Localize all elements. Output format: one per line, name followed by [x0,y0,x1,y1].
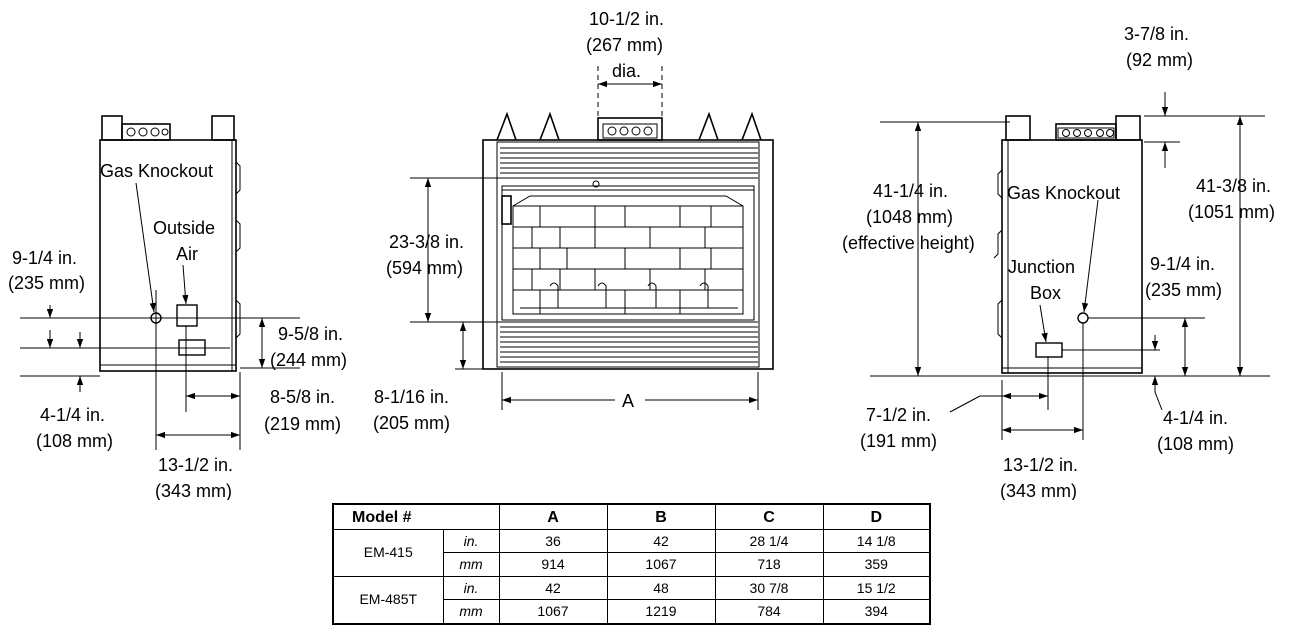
front-width-a: A [622,391,634,411]
left-dim1-in: 9-1/4 in. [12,248,77,268]
header-model: Model # [332,503,500,530]
value-cell: 28 1/4 [714,528,824,554]
right-dim2-in: 7-1/2 in. [866,405,931,425]
left-air-label: Air [176,244,198,264]
value-cell: 359 [822,552,931,577]
left-dim5-mm: (343 mm) [155,481,232,500]
top-louvers [500,147,758,179]
header-c: C [714,503,824,530]
table-header-row: Model # A B C D [332,503,931,530]
header-a: A [498,503,608,530]
value-cell: 14 1/8 [822,528,931,554]
left-dim2-in: 9-5/8 in. [278,324,343,344]
right-box-label: Box [1030,283,1061,303]
front-base-mm: (205 mm) [373,413,450,433]
flue-diameter-mm: (267 mm) [586,35,663,55]
right-height-in: 41-1/4 in. [873,181,948,201]
bottom-louvers [500,321,758,363]
right-height-note: (effective height) [842,233,975,253]
value-cell: 42 [606,528,716,554]
right-view-labels: 3-7/8 in. (92 mm) 41-1/4 in. (1048 mm) (… [842,24,1275,500]
front-view-labels: 10-1/2 in. (267 mm) dia. 23-3/8 in. (594… [373,9,664,433]
right-height2-mm: (1051 mm) [1188,202,1275,222]
right-height-mm: (1048 mm) [866,207,953,227]
right-dim3-mm: (108 mm) [1157,434,1234,454]
brick-wall [512,195,744,315]
right-gas-knockout-label: Gas Knockout [1007,183,1120,203]
left-dim1-mm: (235 mm) [8,273,85,293]
unit-cell: mm [442,599,500,625]
right-junction-label: Junction [1008,257,1075,277]
header-d: D [822,503,931,530]
unit-cell: in. [442,575,500,601]
right-dim1-mm: (235 mm) [1145,280,1222,300]
right-top-mm: (92 mm) [1126,50,1193,70]
value-cell: 42 [498,575,608,601]
table-row: EM-415 in. 36 42 28 1/4 14 1/8 [332,528,931,577]
value-cell: 30 7/8 [714,575,824,601]
right-height2-in: 41-3/8 in. [1196,176,1271,196]
value-cell: 784 [714,599,824,625]
table-row: mm 914 1067 718 359 [333,552,931,577]
header-b: B [606,503,716,530]
left-dim5-in: 13-1/2 in. [158,455,233,475]
value-cell: 15 1/2 [822,575,931,601]
front-view [410,66,774,410]
left-dim3-in: 8-5/8 in. [270,387,335,407]
right-dim3-in: 4-1/4 in. [1163,408,1228,428]
model-name: EM-415 [332,529,444,577]
left-outside-label: Outside [153,218,215,238]
right-side-view [870,92,1270,440]
left-side-view [20,115,300,450]
right-top-in: 3-7/8 in. [1124,24,1189,44]
value-cell: 1219 [606,599,716,625]
model-dimension-table: Model # A B C D EM-415 in. 36 42 28 1/4 … [332,503,931,625]
left-gas-knockout-label: Gas Knockout [100,161,213,181]
value-cell: 1067 [606,552,716,577]
left-dim4-in: 4-1/4 in. [40,405,105,425]
left-view-labels: Gas Knockout Outside Air 9-1/4 in. (235 … [8,161,347,500]
dimension-drawing: Gas Knockout Outside Air 9-1/4 in. (235 … [8,9,1275,500]
value-cell: 48 [606,575,716,601]
front-height-mm: (594 mm) [386,258,463,278]
front-base-in: 8-1/16 in. [374,387,449,407]
left-dim4-mm: (108 mm) [36,431,113,451]
right-dim1-in: 9-1/4 in. [1150,254,1215,274]
left-dim2-mm: (244 mm) [270,350,347,370]
front-height-in: 23-3/8 in. [389,232,464,252]
value-cell: 718 [714,552,824,577]
value-cell: 914 [498,552,608,577]
right-dim2-mm: (191 mm) [860,431,937,451]
left-dim3-mm: (219 mm) [264,414,341,434]
value-cell: 36 [498,528,608,554]
right-dim4-in: 13-1/2 in. [1003,455,1078,475]
flue-diameter-dia: dia. [612,61,641,81]
unit-cell: mm [442,552,500,577]
right-dim4-mm: (343 mm) [1000,481,1077,500]
value-cell: 394 [822,599,931,625]
value-cell: 1067 [498,599,608,625]
table-row: EM-485T in. 42 48 30 7/8 15 1/2 [332,575,931,625]
flue-diameter-in: 10-1/2 in. [589,9,664,29]
model-name: EM-485T [332,575,444,625]
unit-cell: in. [442,528,500,554]
table-row: mm 1067 1219 784 394 [333,599,931,625]
